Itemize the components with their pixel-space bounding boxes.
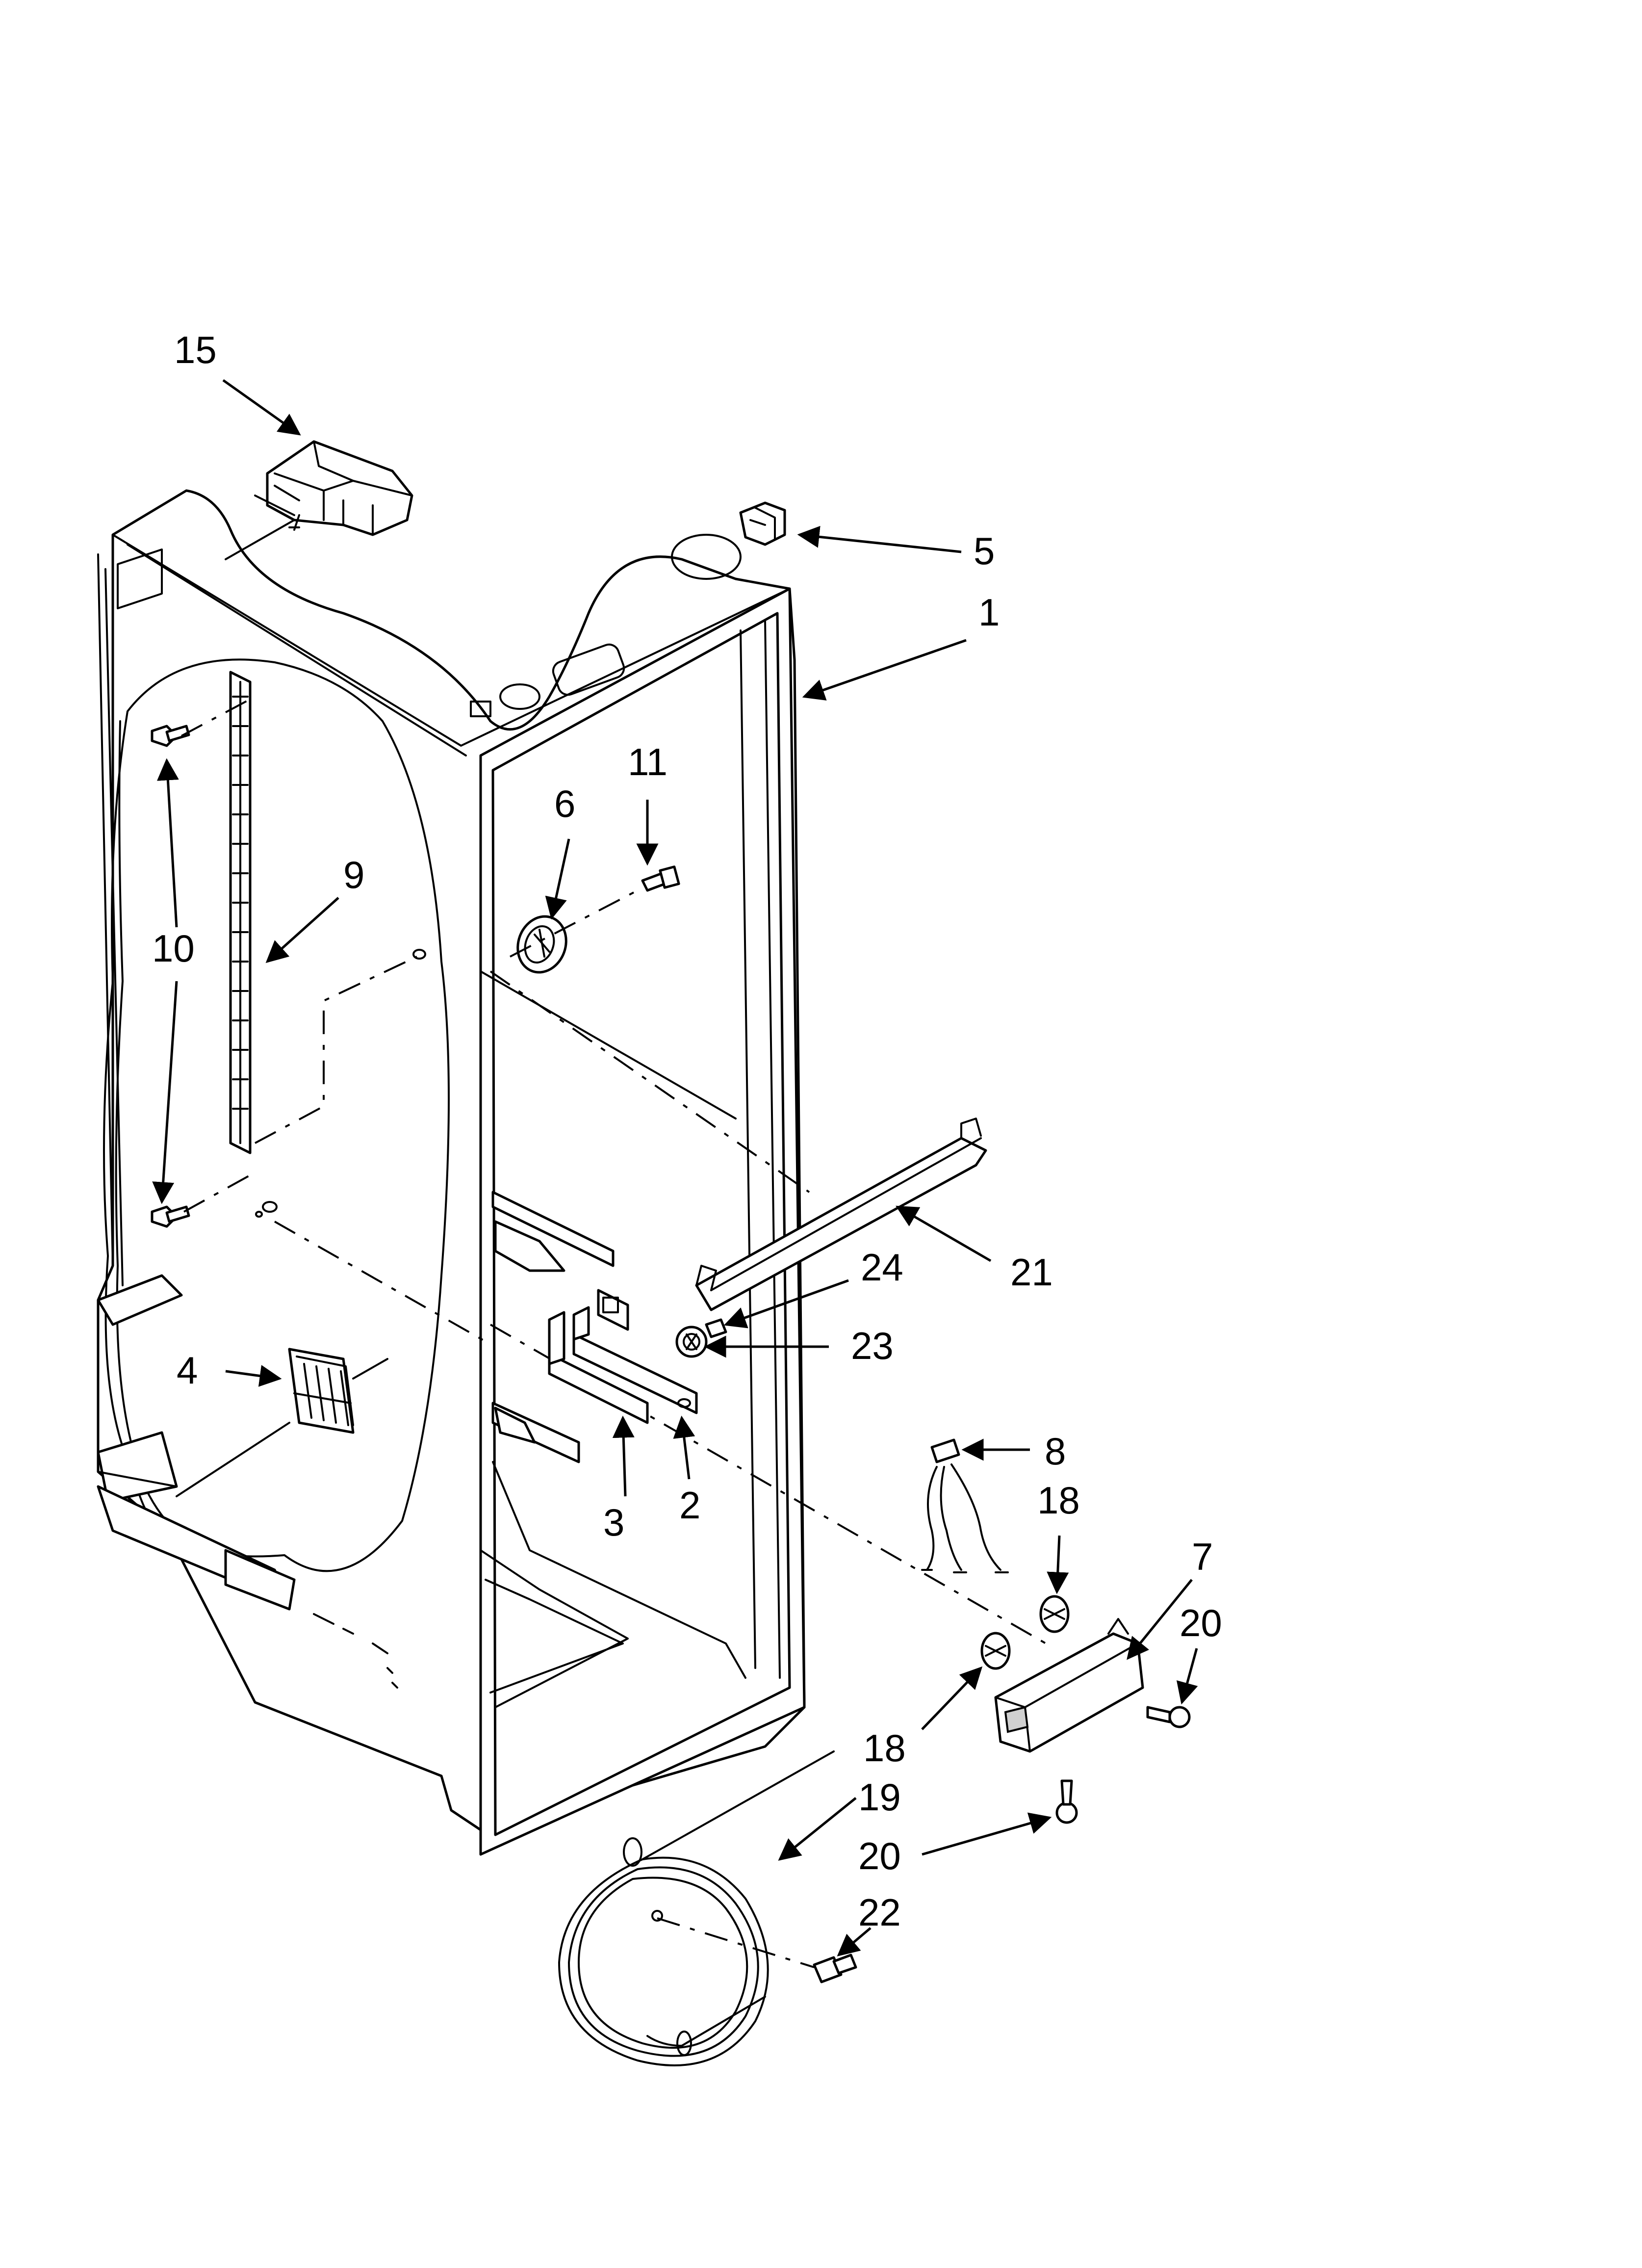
control-housing (225, 440, 413, 560)
callout-15: 15 (174, 328, 217, 371)
crisper-rails (491, 1191, 629, 1463)
callout-9: 9 (343, 853, 364, 896)
alignment-line-4 (489, 970, 810, 1193)
callout-11: 11 (628, 740, 667, 783)
leader-lines (152, 379, 1198, 1956)
callout-8: 8 (1045, 1430, 1066, 1473)
callout-3: 3 (603, 1501, 624, 1544)
air-diffuser (176, 1348, 388, 1497)
callout-21: 21 (1010, 1251, 1053, 1294)
callout-19: 19 (858, 1775, 901, 1819)
screws-10 (151, 696, 256, 1228)
wire-harness (921, 1438, 1009, 1573)
screw-22 (657, 1917, 857, 1983)
callout-labels: 15 5 1 11 6 9 10 21 24 23 4 8 18 3 2 7 2… (152, 328, 1222, 1934)
callout-6: 6 (554, 782, 575, 825)
screw-11 (641, 865, 680, 892)
light-shield (695, 1118, 987, 1311)
callout-5: 5 (974, 529, 995, 573)
callout-20-lower: 20 (858, 1834, 901, 1877)
callout-24: 24 (861, 1246, 903, 1289)
alignment-line-2 (274, 1221, 491, 1345)
shelf-rail (229, 671, 252, 1154)
callout-7: 7 (1192, 1535, 1213, 1578)
callout-2: 2 (679, 1484, 700, 1527)
callout-1: 1 (978, 591, 1000, 634)
bulb-lower (980, 1632, 1011, 1670)
light-socket (739, 501, 786, 546)
cabinet-liner (97, 489, 806, 1856)
pushpin-upper (1146, 1706, 1191, 1728)
callout-22: 22 (858, 1891, 901, 1934)
callout-23: 23 (851, 1324, 894, 1367)
callout-20-upper: 20 (1180, 1601, 1222, 1644)
rail-alignment-line (255, 956, 417, 1144)
thermostat-knob (510, 889, 638, 974)
pushpin-lower (1055, 1779, 1078, 1824)
water-tube (558, 1750, 835, 2066)
callout-4: 4 (177, 1349, 198, 1392)
light-housing (994, 1618, 1144, 1753)
crisper-bracket (548, 1311, 649, 1424)
callout-18-upper: 18 (1037, 1479, 1080, 1522)
light-bracket (572, 1306, 698, 1414)
bulb-upper (1039, 1595, 1070, 1633)
callout-10: 10 (152, 927, 195, 970)
callout-18-lower: 18 (863, 1726, 906, 1770)
